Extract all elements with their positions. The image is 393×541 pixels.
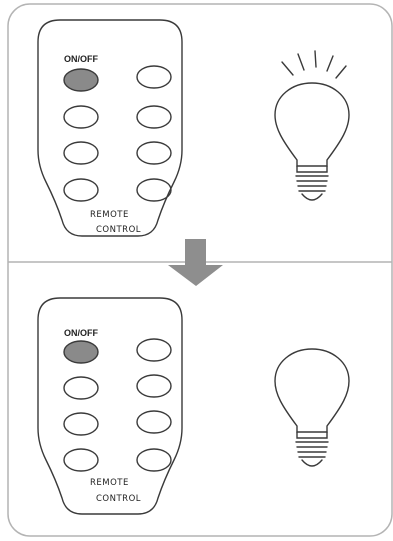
remote-body-outline (38, 20, 182, 236)
remote-button (137, 411, 171, 433)
remote-button (137, 66, 171, 88)
remote-button (137, 106, 171, 128)
remote-button (137, 449, 171, 471)
glowing-bulb-icon (275, 51, 349, 200)
remote-control (38, 20, 182, 236)
remote-button (137, 339, 171, 361)
bulb-icon (275, 349, 349, 466)
remote-caption-line2: CONTROL (96, 494, 141, 504)
remote-button (64, 179, 98, 201)
remote-button (64, 142, 98, 164)
on-off-button (64, 69, 98, 91)
remote-caption-line1: REMOTE (90, 210, 129, 220)
remote-button (137, 179, 171, 201)
remote-caption-line2: CONTROL (96, 225, 141, 235)
top-panel: ON/OFF REMOTE CONTROL (38, 20, 349, 236)
remote-button (64, 377, 98, 399)
remote-button (64, 413, 98, 435)
bottom-panel: ON/OFF REMOTE CONTROL (38, 298, 349, 514)
remote-caption-line1: REMOTE (90, 478, 129, 488)
remote-button (64, 106, 98, 128)
remote-button (64, 449, 98, 471)
on-off-label: ON/OFF (64, 54, 98, 64)
on-off-button (64, 341, 98, 363)
remote-button (137, 375, 171, 397)
on-off-label: ON/OFF (64, 328, 98, 338)
remote-button (137, 142, 171, 164)
